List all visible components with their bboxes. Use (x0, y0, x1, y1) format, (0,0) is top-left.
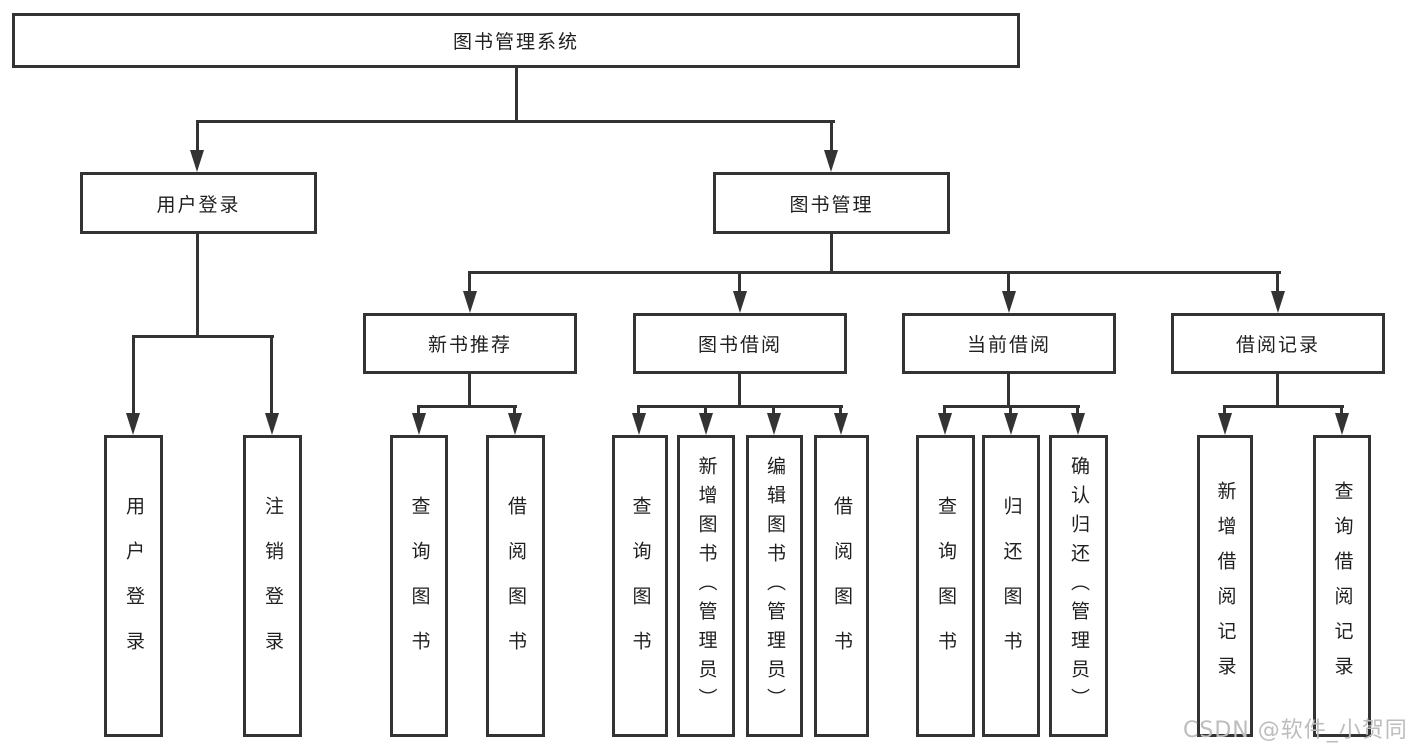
v-line (468, 374, 471, 408)
leaf-label: 注销登录 (262, 496, 284, 676)
leaf-current-return-book: 归还图书 (982, 435, 1040, 737)
arrow-down-icon (733, 291, 747, 313)
v-line (270, 335, 273, 417)
v-line (1076, 405, 1079, 417)
arrow-down-icon (265, 413, 279, 435)
arrow-down-icon (412, 413, 426, 435)
node-borrowing-label: 图书借阅 (697, 334, 782, 356)
v-line (417, 405, 420, 417)
v-line (1009, 405, 1012, 417)
arrow-down-icon (1004, 413, 1018, 435)
v-line (839, 405, 842, 417)
h-line (1224, 405, 1344, 408)
arrow-down-icon (1335, 413, 1349, 435)
v-line (830, 120, 833, 154)
v-line (1340, 405, 1343, 417)
v-line (1276, 271, 1279, 295)
leaf-newbooks-borrow-book: 借阅图书 (486, 435, 545, 737)
v-line (196, 234, 199, 338)
v-line (132, 335, 135, 417)
node-root-label: 图书管理系统 (452, 31, 579, 53)
node-borrowing: 图书借阅 (633, 313, 847, 374)
h-line (944, 405, 1080, 408)
leaf-label: 查询图书 (629, 496, 652, 676)
node-new-books-label: 新书推荐 (427, 334, 512, 356)
arrow-down-icon (632, 413, 646, 435)
v-line (1007, 271, 1010, 295)
leaf-current-query-book: 查询图书 (916, 435, 975, 737)
node-new-books: 新书推荐 (363, 313, 577, 374)
v-line (738, 374, 741, 408)
node-user-login: 用户登录 (80, 172, 317, 234)
arrow-down-icon (938, 413, 952, 435)
v-line (196, 120, 199, 154)
v-line (513, 405, 516, 417)
leaf-label: 确认归还（管理员） (1068, 455, 1090, 717)
node-user-login-label: 用户登录 (156, 193, 241, 216)
leaf-label: 新增借阅记录 (1214, 481, 1237, 691)
leaf-borrowing-borrow-book: 借阅图书 (814, 435, 869, 737)
arrow-down-icon (824, 150, 838, 172)
v-line (943, 405, 946, 417)
arrow-down-icon (1218, 413, 1232, 435)
leaf-records-query-record: 查询借阅记录 (1313, 435, 1371, 737)
leaf-label: 查询图书 (408, 496, 431, 676)
arrow-down-icon (508, 413, 522, 435)
arrow-down-icon (1002, 291, 1016, 313)
leaf-label: 用户登录 (123, 496, 145, 676)
leaf-label: 编辑图书（管理员） (764, 455, 786, 717)
leaf-label: 查询图书 (935, 496, 957, 676)
arrow-down-icon (767, 413, 781, 435)
h-line (418, 405, 517, 408)
v-line (1223, 405, 1226, 417)
arrow-down-icon (190, 150, 204, 172)
leaf-label: 归还图书 (1000, 496, 1023, 676)
h-line (638, 405, 843, 408)
leaf-current-confirm-return-admin: 确认归还（管理员） (1049, 435, 1108, 737)
leaf-records-add-record: 新增借阅记录 (1197, 435, 1253, 737)
node-current-borrow: 当前借阅 (902, 313, 1116, 374)
node-book-management-label: 图书管理 (789, 193, 874, 216)
csdn-watermark: CSDN @软件_小贺同学 (1183, 718, 1405, 743)
v-line (704, 405, 707, 417)
v-line (830, 234, 833, 274)
leaf-label: 查询借阅记录 (1331, 481, 1354, 691)
v-line (468, 271, 471, 295)
node-current-borrow-label: 当前借阅 (966, 334, 1051, 356)
node-borrow-records: 借阅记录 (1171, 313, 1385, 374)
arrow-down-icon (699, 413, 713, 435)
leaf-newbooks-query-book: 查询图书 (390, 435, 448, 737)
v-line (515, 68, 518, 123)
leaf-user-login: 用户登录 (104, 435, 163, 737)
arrow-down-icon (463, 291, 477, 313)
h-line (469, 271, 1281, 274)
v-line (772, 405, 775, 417)
arrow-down-icon (1271, 291, 1285, 313)
leaf-label: 借阅图书 (831, 496, 853, 676)
node-borrow-records-label: 借阅记录 (1235, 334, 1320, 356)
h-line (196, 120, 835, 123)
leaf-label: 新增图书（管理员） (695, 455, 718, 717)
v-line (1007, 374, 1010, 408)
h-line (132, 335, 274, 338)
v-line (1276, 374, 1279, 408)
leaf-borrowing-edit-book-admin: 编辑图书（管理员） (746, 435, 803, 737)
node-book-management: 图书管理 (713, 172, 950, 234)
arrow-down-icon (126, 413, 140, 435)
arrow-down-icon (834, 413, 848, 435)
leaf-label: 借阅图书 (505, 496, 527, 676)
leaf-borrowing-query-book: 查询图书 (612, 435, 668, 737)
leaf-borrowing-add-book-admin: 新增图书（管理员） (677, 435, 735, 737)
v-line (637, 405, 640, 417)
arrow-down-icon (1071, 413, 1085, 435)
node-root: 图书管理系统 (12, 13, 1020, 68)
v-line (738, 271, 741, 295)
leaf-logout: 注销登录 (243, 435, 302, 737)
